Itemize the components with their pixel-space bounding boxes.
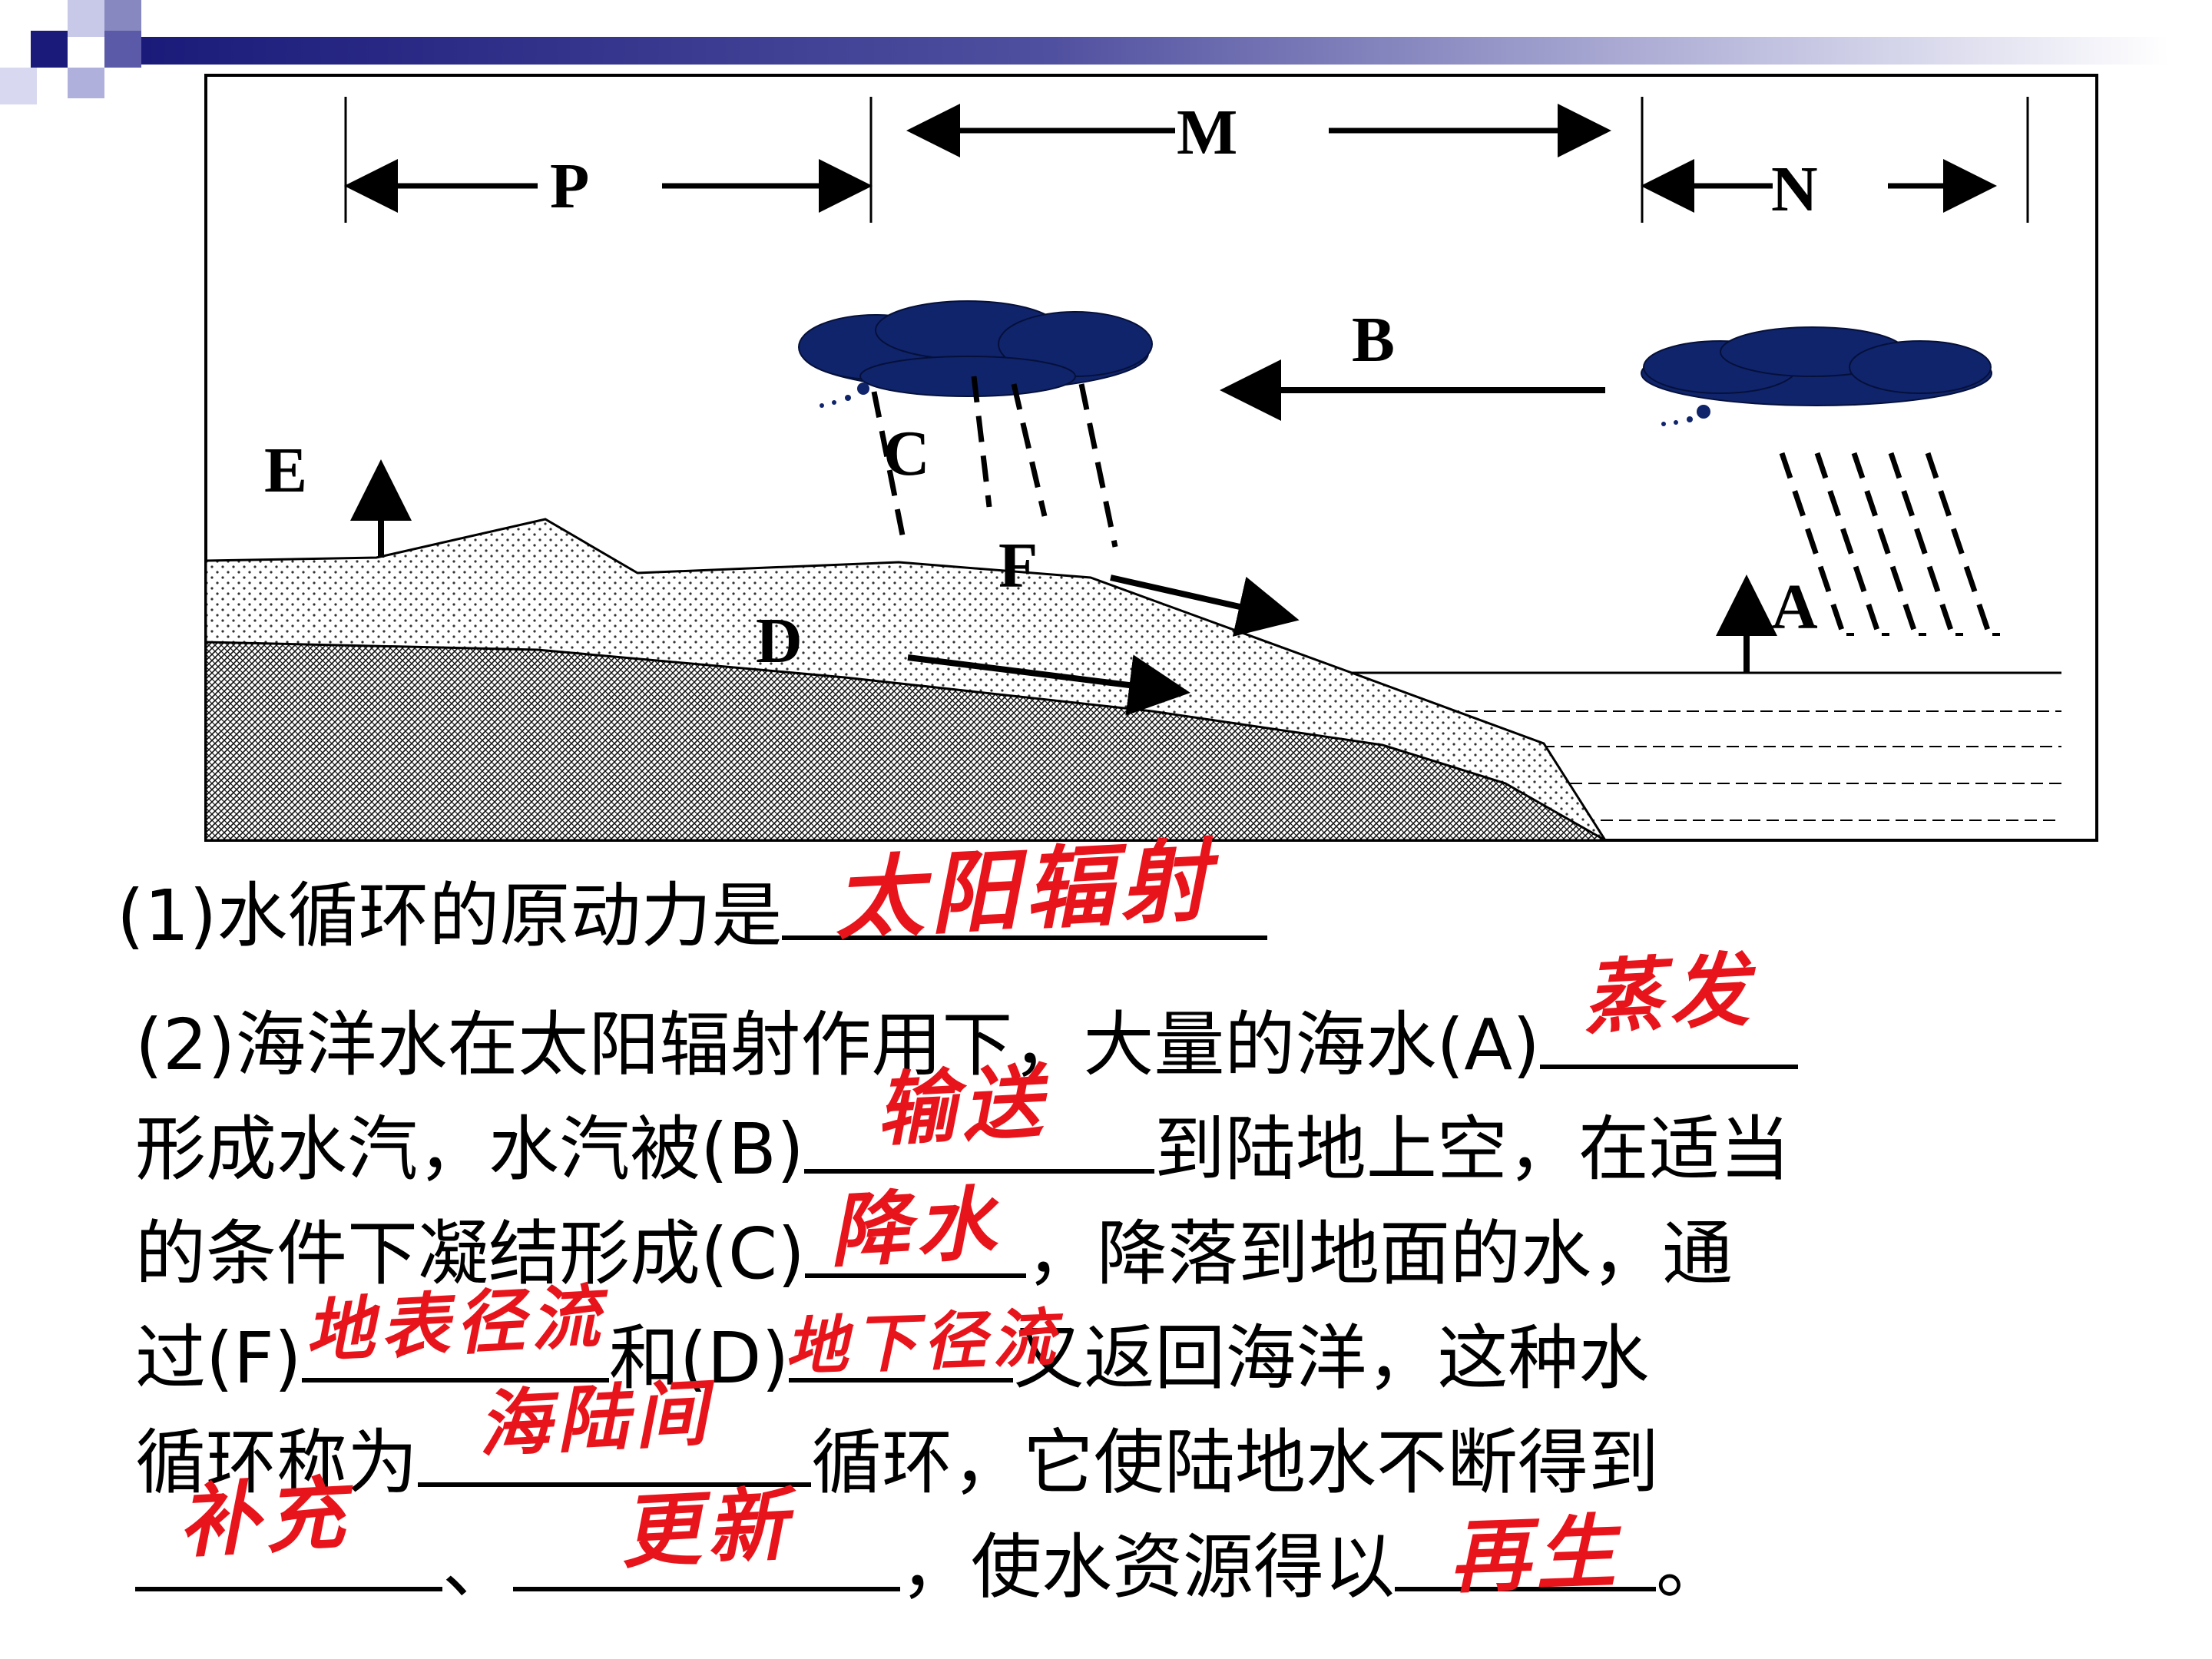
label-c: C [883, 418, 930, 489]
label-e: E [264, 435, 307, 506]
q2-answer-regen: 再生 [1448, 1505, 1624, 1604]
q1-answer: 太阳辐射 [832, 829, 1218, 952]
question-2-line-5: 循环称为海陆间循环，它使陆地水不断得到 [135, 1372, 1660, 1515]
ocean [1352, 671, 2061, 821]
q2-line4-suffix: 又返回海洋，这种水 [1013, 1317, 1650, 1399]
q2-line2-text: 形成水汽，水汽被(B) [135, 1108, 804, 1190]
q2-line4-text: 过(F) [135, 1317, 302, 1399]
q2-blank-f: 地表径流 [301, 1277, 609, 1382]
q1-blank: 太阳辐射 [782, 829, 1268, 952]
arrow-d-groundwater-runoff [907, 654, 1190, 716]
label-p: P [550, 151, 589, 222]
q2-answer-a: 蒸发 [1581, 942, 1758, 1045]
question-2-line-4: 过(F)地表径流和(D)地下径流又返回海洋，这种水 [135, 1277, 1650, 1411]
question-2-line-2: 形成水汽，水汽被(B) 输送到陆地上空，在适当 [135, 1055, 1790, 1202]
label-f: F [998, 530, 1038, 601]
q2-sep: 、 [442, 1526, 514, 1608]
q2-answer-c: 降水 [826, 1176, 1005, 1279]
q2-line1-text: (2)海洋水在太阳辐射作用下，大量的海水(A) [135, 1004, 1541, 1086]
label-n: N [1771, 154, 1818, 225]
q2-line6-end: 。 [1656, 1526, 1727, 1608]
q1-text: (1)水循环的原动力是 [117, 875, 783, 957]
q2-line3-text: 的条件下凝结形成(C) [135, 1213, 806, 1295]
q2-answer-b: 输送 [873, 1055, 1051, 1157]
q2-line2-suffix: 到陆地上空，在适当 [1154, 1108, 1790, 1190]
question-1: (1)水循环的原动力是太阳辐射 [117, 829, 1268, 969]
label-a: A [1771, 571, 1818, 643]
cloud-over-land [798, 300, 1153, 397]
label-m: M [1177, 97, 1237, 168]
process-arrows [350, 359, 1777, 716]
q2-blank-supply: 补充 [135, 1466, 442, 1591]
q2-blank-c: 降水 [805, 1176, 1027, 1279]
q2-answer-renew: 更新 [618, 1477, 796, 1580]
cloud-drops-left [820, 382, 869, 408]
q2-line4-mid: 和(D) [608, 1317, 790, 1399]
label-b: B [1352, 304, 1395, 376]
q2-line6-mid: ，使水资源得以 [900, 1526, 1396, 1608]
q2-line3-suffix: ，降落到地面的水，通 [1026, 1213, 1734, 1295]
question-2-line-1: (2)海洋水在太阳辐射作用下，大量的海水(A) 蒸发 [135, 942, 1799, 1098]
q2-blank-a: 蒸发 [1540, 942, 1799, 1069]
cloud-drops-right [1661, 405, 1710, 426]
q2-line5-suffix: 循环，它使陆地水不断得到 [811, 1422, 1660, 1504]
q2-line5-text: 循环称为 [135, 1422, 419, 1504]
q2-blank-d: 地下径流 [784, 1301, 1063, 1385]
span-arrows [344, 104, 1997, 213]
q2-answer-d: 地下径流 [783, 1301, 1063, 1385]
rain-over-land [871, 376, 1118, 548]
q2-blank-b: 输送 [803, 1055, 1154, 1174]
land-bedrock-layer [204, 641, 1610, 842]
water-cycle-diagram: P M N [204, 74, 2098, 842]
q2-answer-f: 地表径流 [303, 1276, 608, 1373]
q2-answer-cycle: 海陆间 [475, 1372, 716, 1468]
q2-answer-supply: 补充 [176, 1466, 353, 1569]
cloud-over-ocean [1641, 326, 1992, 406]
q2-blank-cycle: 海陆间 [418, 1372, 812, 1487]
q2-blank-renew: 更新 [513, 1477, 901, 1591]
question-2-line-3: 的条件下凝结形成(C)降水 ，降落到地面的水，通 [135, 1176, 1734, 1306]
rain-over-ocean [1779, 452, 1992, 636]
label-d: D [756, 605, 803, 677]
q2-blank-regen: 再生 [1395, 1505, 1657, 1604]
arrow-f-surface-runoff [1110, 575, 1300, 637]
question-2-line-6: 补充、 更新 ，使水资源得以再生。 [135, 1466, 1727, 1620]
